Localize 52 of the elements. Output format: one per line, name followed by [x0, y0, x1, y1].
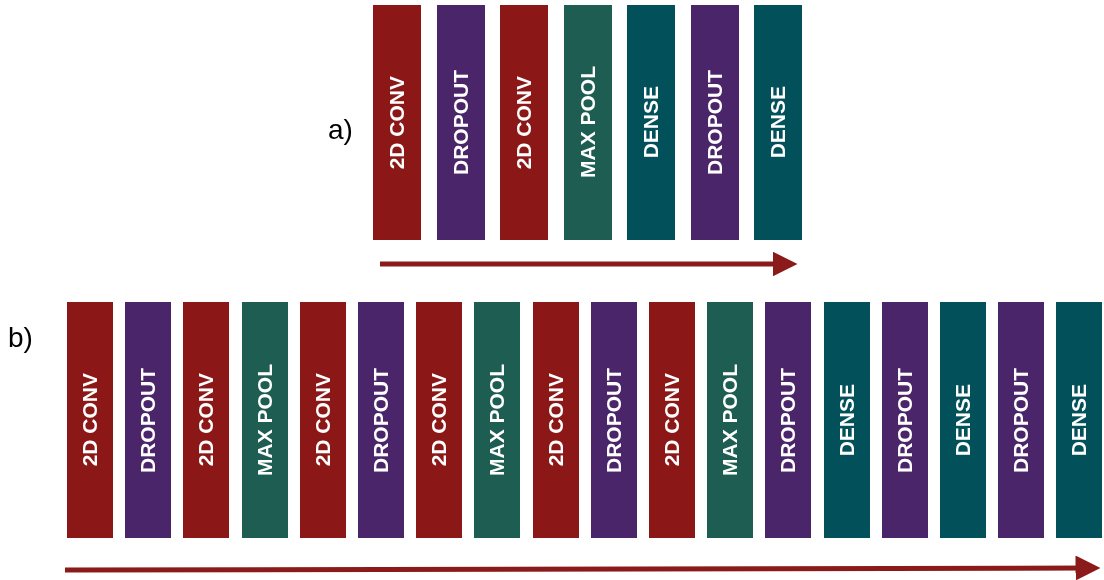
layer-block	[765, 302, 812, 538]
layer-block	[690, 5, 739, 240]
layer-label: 2D CONV	[512, 75, 536, 170]
layer-label: DROPOUT	[601, 367, 626, 473]
layer-label: 2D CONV	[427, 373, 452, 467]
panel-label: a)	[328, 114, 353, 146]
layer-label: 2D CONV	[194, 373, 219, 467]
layer-label: DROPOUT	[448, 70, 473, 175]
layer-label: 2D CONV	[78, 373, 102, 467]
layer-label: MAX POOL	[718, 364, 743, 476]
layer-label: MAX POOL	[252, 364, 277, 476]
layer-label: 2D CONV	[543, 373, 568, 467]
layer-label: DROPOUT	[369, 367, 393, 473]
layer-block	[940, 302, 986, 538]
layer-label: 2D CONV	[660, 373, 684, 467]
layer-label: DROPOUT	[776, 367, 801, 473]
layer-block	[590, 302, 637, 538]
layer-block	[436, 5, 485, 240]
layer-block	[67, 302, 113, 538]
layer-label: DENSE	[639, 86, 663, 159]
layer-label: MAX POOL	[575, 66, 600, 179]
layer-block	[627, 5, 675, 240]
layer-label: 2D CONV	[385, 75, 409, 170]
layer-block	[532, 302, 579, 538]
layer-block	[649, 302, 695, 538]
layer-block	[474, 302, 521, 538]
layer-block	[241, 302, 288, 538]
layer-label: DENSE	[951, 383, 975, 457]
layer-block	[373, 5, 421, 240]
layer-block	[754, 5, 802, 240]
layer-label: DENSE	[1067, 383, 1092, 457]
layer-label: DROPOUT	[892, 367, 917, 473]
layer-label: 2D CONV	[310, 373, 335, 467]
layer-block	[416, 302, 463, 538]
layer-label: DENSE	[766, 86, 790, 159]
layer-block	[299, 302, 346, 538]
panel-label: b)	[8, 322, 33, 354]
layer-block	[1056, 302, 1103, 538]
layer-label: DENSE	[834, 383, 859, 457]
layer-block	[183, 302, 230, 538]
layer-block	[358, 302, 404, 538]
layer-label: MAX POOL	[485, 364, 510, 476]
layer-block	[881, 302, 928, 538]
layer-label: DROPOUT	[702, 70, 727, 175]
layer-block	[500, 5, 548, 240]
layer-block	[563, 5, 612, 240]
layer-label: DROPOUT	[1009, 367, 1034, 473]
layer-block	[998, 302, 1045, 538]
layer-block	[125, 302, 172, 538]
layer-label: DROPOUT	[136, 367, 161, 473]
layer-block	[707, 302, 754, 538]
layer-block	[823, 302, 870, 538]
